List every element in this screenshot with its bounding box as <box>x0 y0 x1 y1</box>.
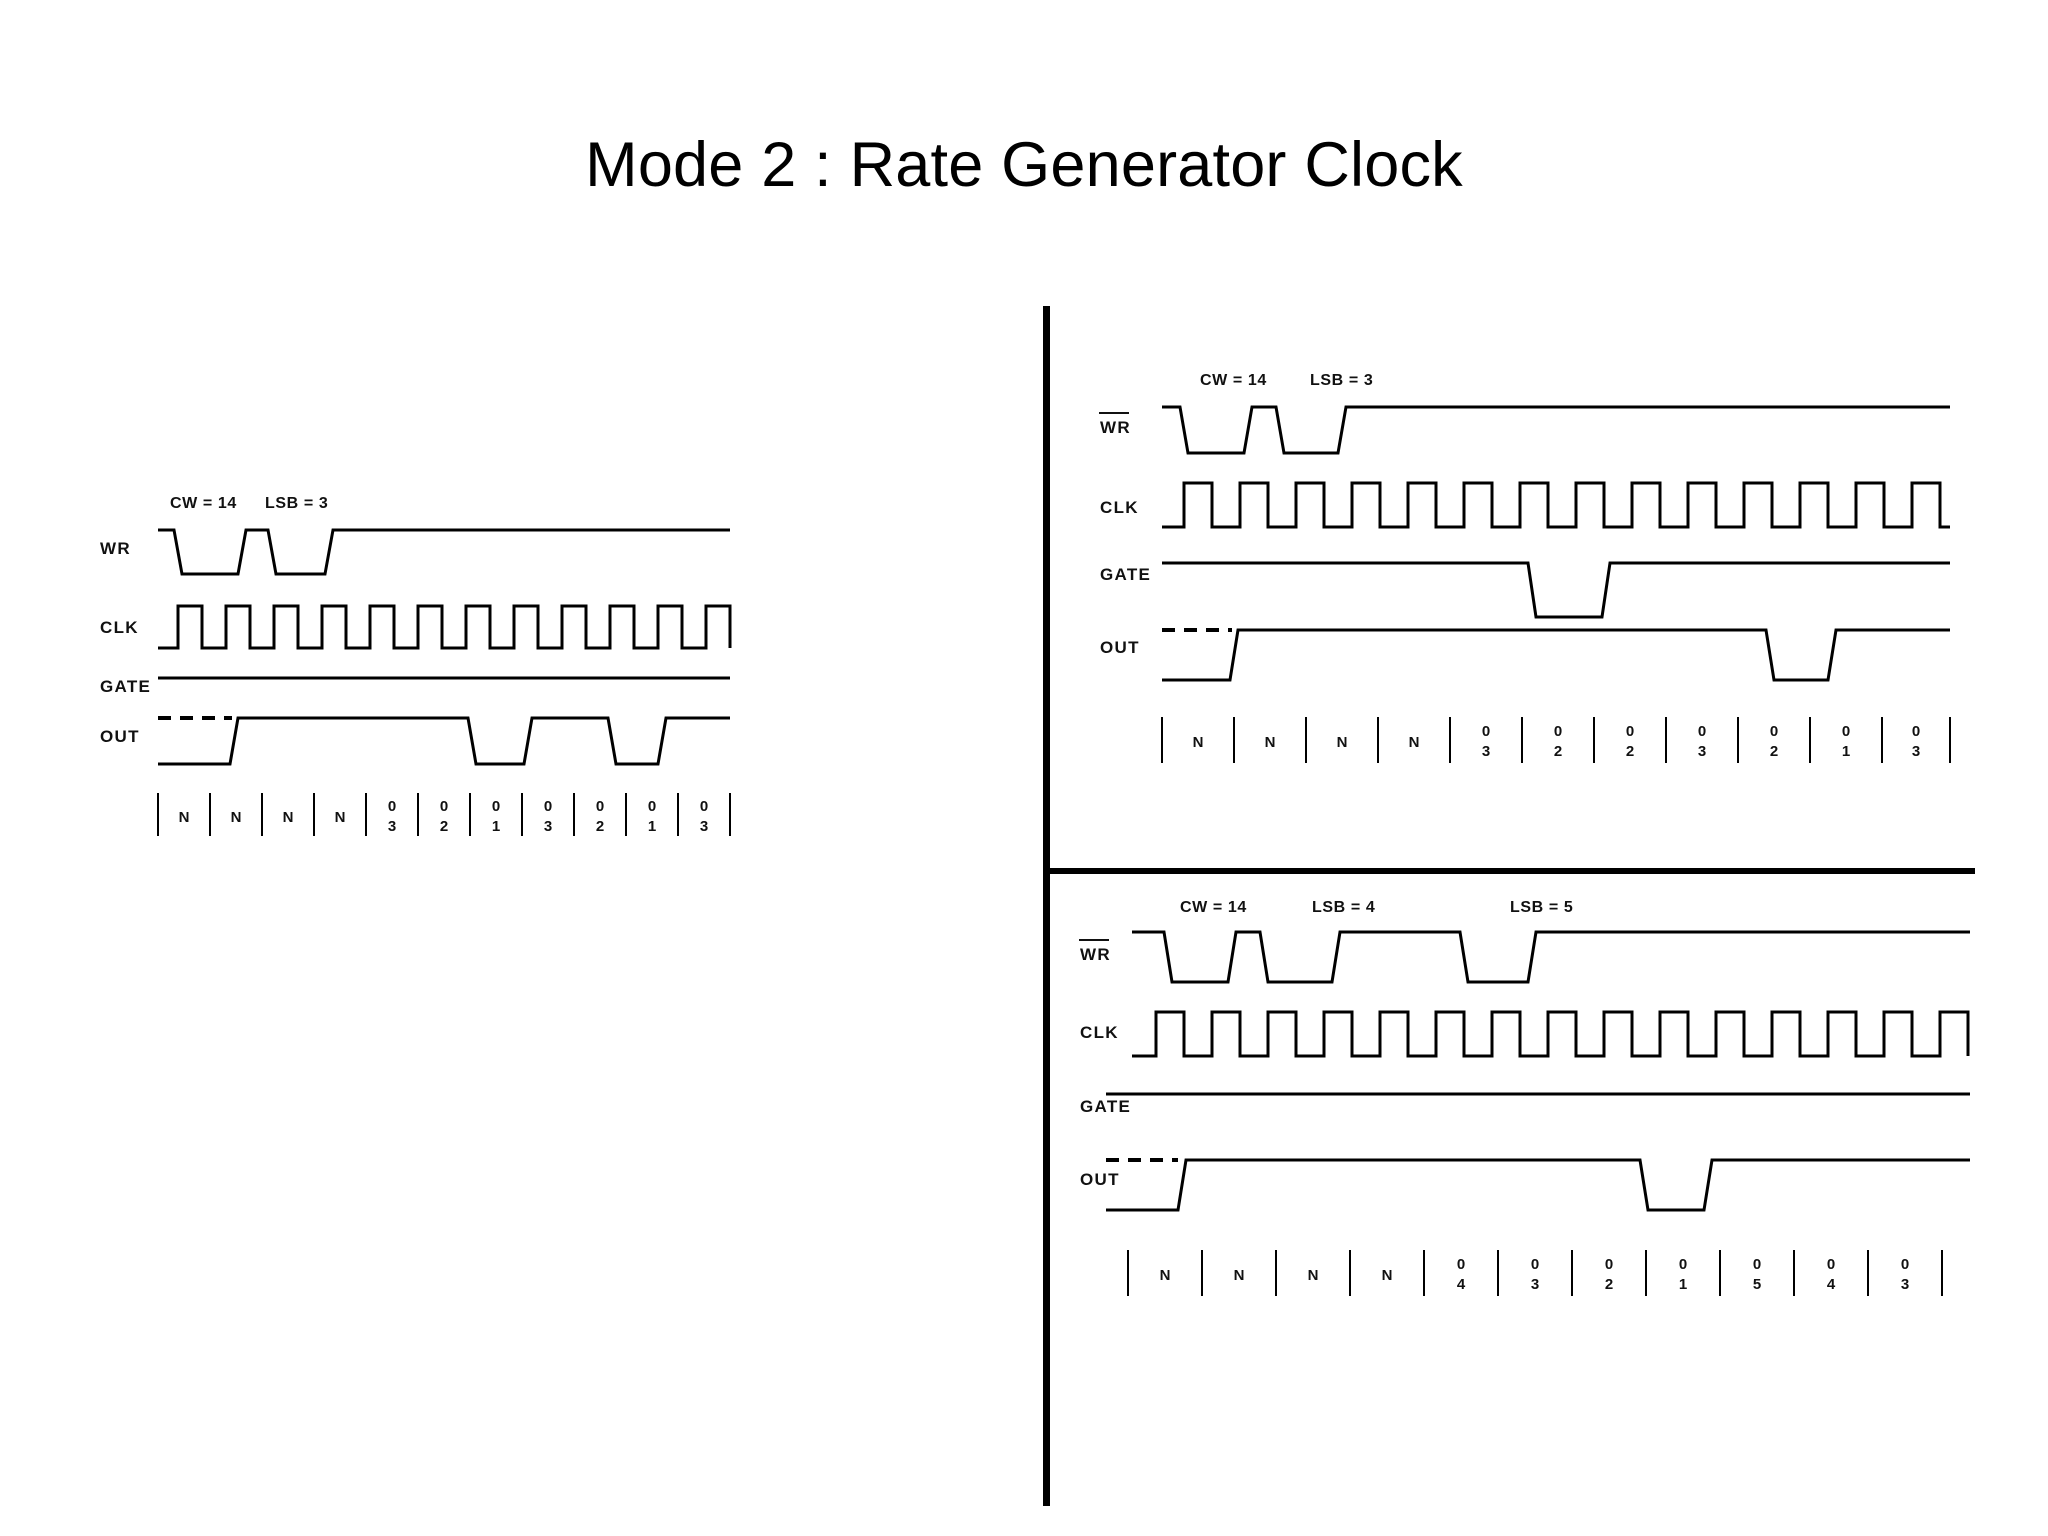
waveform-wr <box>158 528 730 576</box>
waveform-wr <box>1162 405 1950 455</box>
count-cell: N <box>283 809 294 826</box>
left-waveform-svg: CW = 14 LSB = 3 WR CLK GATE OUT <box>100 495 732 836</box>
signal-label-wr: WR <box>1080 945 1111 964</box>
signal-label-clk: CLK <box>100 618 139 637</box>
signal-label-gate: GATE <box>1080 1097 1131 1116</box>
annotation-lsb-2: LSB = 5 <box>1510 899 1573 916</box>
waveform-clk <box>158 604 732 650</box>
count-cell: N <box>1409 734 1420 751</box>
count-cell: N <box>1160 1267 1171 1284</box>
waveform-gate <box>1162 561 1950 619</box>
annotation-lsb-1: LSB = 3 <box>265 495 328 512</box>
count-cell: N <box>335 809 346 826</box>
signal-label-out: OUT <box>100 727 140 746</box>
count-cell: N <box>1193 734 1204 751</box>
timing-diagram-top-right: CW = 14 LSB = 3 WR CLK GATE OUT <box>1090 355 1990 825</box>
signal-label-wr: WR <box>1100 418 1131 437</box>
waveform-wr <box>1132 930 1970 984</box>
signal-label-out: OUT <box>1080 1170 1120 1189</box>
timing-diagram-bottom-right: CW = 14 LSB = 4 LSB = 5 WR CLK GATE OUT <box>1070 870 2000 1370</box>
waveform-out <box>158 716 730 766</box>
signal-label-gate: GATE <box>100 677 151 696</box>
signal-label-clk: CLK <box>1080 1023 1119 1042</box>
signal-label-clk: CLK <box>1100 498 1139 517</box>
signal-label-gate: GATE <box>1100 565 1151 584</box>
count-cell: N <box>1337 734 1348 751</box>
annotation-cw: CW = 14 <box>1180 899 1247 916</box>
waveform-clk <box>1132 1010 1970 1058</box>
annotation-cw: CW = 14 <box>1200 372 1267 389</box>
timing-diagram-left: CW = 14 LSB = 3 WR CLK GATE OUT <box>90 470 770 1050</box>
waveform-clk <box>1162 481 1950 529</box>
waveform-out <box>1106 1158 1970 1212</box>
waveform-out <box>1162 628 1950 682</box>
signal-label-wr: WR <box>100 539 131 558</box>
count-cell: N <box>1382 1267 1393 1284</box>
annotation-lsb-1: LSB = 3 <box>1310 372 1373 389</box>
vertical-divider <box>1043 306 1050 1506</box>
horizontal-divider <box>1043 868 1975 874</box>
page-title: Mode 2 : Rate Generator Clock <box>585 130 1463 200</box>
count-cell: N <box>1234 1267 1245 1284</box>
top-right-waveform-svg: CW = 14 LSB = 3 WR CLK GATE OUT <box>1099 372 1951 763</box>
count-cell: N <box>179 809 190 826</box>
bottom-right-waveform-svg: CW = 14 LSB = 4 LSB = 5 WR CLK GATE OUT <box>1079 899 1970 1296</box>
count-cell: N <box>1308 1267 1319 1284</box>
annotation-cw: CW = 14 <box>170 495 237 512</box>
signal-label-out: OUT <box>1100 638 1140 657</box>
count-cell: N <box>231 809 242 826</box>
count-cell: N <box>1265 734 1276 751</box>
annotation-lsb-1: LSB = 4 <box>1312 899 1375 916</box>
